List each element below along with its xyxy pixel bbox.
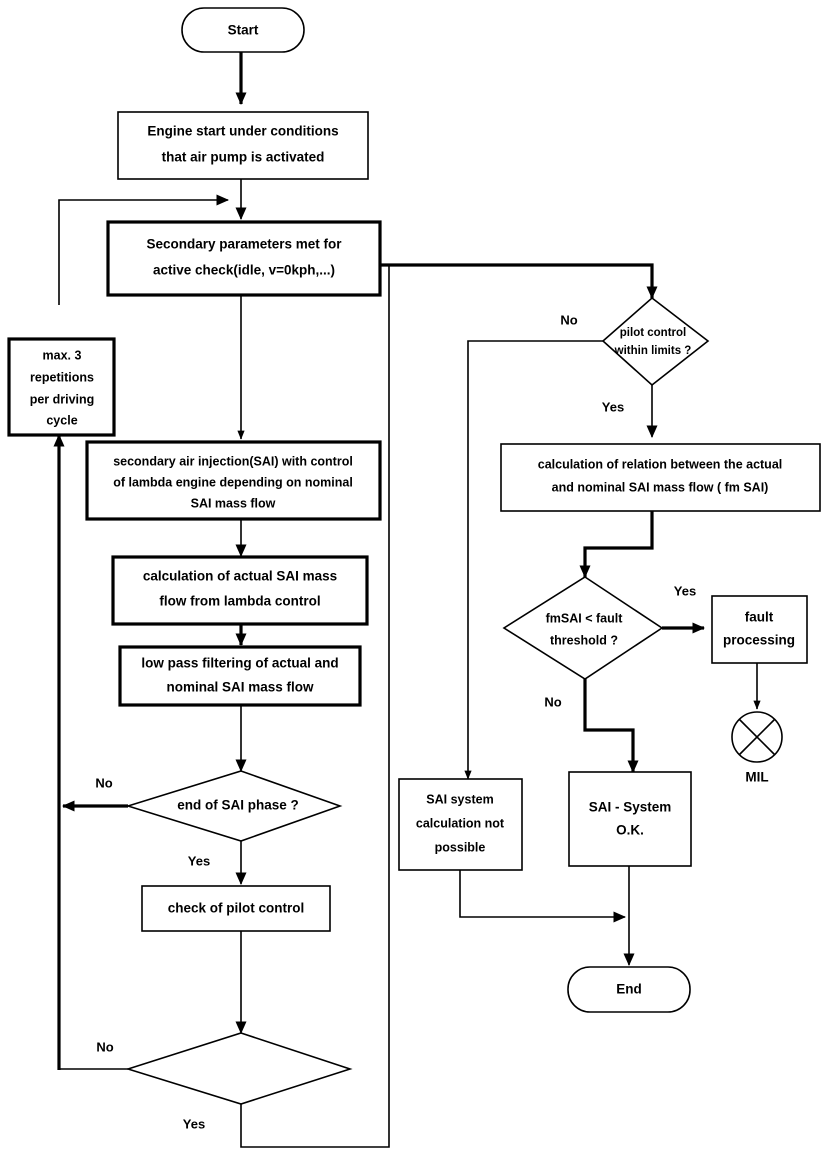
node-sai-control-line3: SAI mass flow: [191, 496, 276, 510]
edge-label-end-sai-no: No: [95, 775, 112, 790]
edge-repetitions-loopback: [58, 194, 229, 305]
node-end-label: End: [616, 982, 642, 997]
node-bottom-decision[interactable]: [125, 1032, 353, 1105]
node-check-pilot-control-label: check of pilot control: [168, 901, 305, 916]
node-sai-calculation-not-possible-line2: calculation not: [416, 816, 505, 830]
edge-pilot-control-no: [464, 340, 603, 780]
node-calc-actual-sai-line1: calculation of actual SAI mass: [143, 569, 337, 584]
edge-label-end-sai-yes: Yes: [188, 853, 210, 868]
node-fmsai-threshold-line2: threshold ?: [550, 633, 618, 647]
mil-x-icon-stroke-b: [738, 718, 776, 756]
node-max-repetitions[interactable]: max. 3 repetitions per driving cycle: [7, 337, 116, 437]
node-secondary-parameters-line1: Secondary parameters met for: [146, 237, 342, 252]
node-end-of-sai-phase[interactable]: end of SAI phase ?: [125, 770, 343, 842]
edge-label-pilot-no: No: [560, 312, 577, 327]
node-fault-processing[interactable]: fault processing: [711, 595, 808, 664]
node-secondary-parameters[interactable]: Secondary parameters met for active chec…: [106, 220, 382, 297]
edge-label-fmsai-no: No: [544, 694, 561, 709]
node-calc-actual-sai[interactable]: calculation of actual SAI mass flow from…: [111, 555, 369, 626]
node-mil-indicator-label: MIL: [745, 770, 768, 785]
node-fault-processing-line2: processing: [723, 633, 795, 648]
edge-label-fmsai-yes: Yes: [674, 583, 696, 598]
node-sai-system-ok-line1: SAI - System: [589, 800, 672, 815]
node-end[interactable]: End: [567, 966, 691, 1013]
node-pilot-control-within-limits-line1: pilot control: [620, 327, 686, 339]
edge-bottom-decision-yes: [240, 266, 390, 1148]
edge-fmsai-no: [583, 679, 639, 773]
node-fault-processing-line1: fault: [745, 610, 774, 625]
node-sai-calculation-not-possible[interactable]: SAI system calculation not possible: [398, 778, 523, 871]
node-sai-control-line1: secondary air injection(SAI) with contro…: [113, 454, 353, 468]
edge-label-bottom-yes: Yes: [183, 1116, 205, 1131]
edge-calc-relation-to-fmsai: [579, 511, 654, 578]
node-low-pass-filtering[interactable]: low pass filtering of actual and nominal…: [118, 645, 362, 707]
node-engine-start-line2: that air pump is activated: [162, 150, 325, 165]
node-engine-start[interactable]: Engine start under conditions that air p…: [117, 111, 369, 180]
node-start[interactable]: Start: [181, 7, 305, 53]
node-calculation-of-relation-line1: calculation of relation between the actu…: [538, 457, 783, 471]
edge-secondary-params-to-pilot-control: [380, 263, 658, 299]
node-low-pass-filtering-line2: nominal SAI mass flow: [166, 680, 314, 695]
node-max-repetitions-line4: cycle: [46, 413, 77, 427]
node-sai-control[interactable]: secondary air injection(SAI) with contro…: [85, 440, 382, 521]
edge-sai-not-possible-to-end: [459, 870, 626, 923]
node-secondary-parameters-line2: active check(idle, v=0kph,...): [153, 263, 335, 278]
node-max-repetitions-line2: repetitions: [30, 370, 94, 384]
node-end-of-sai-phase-label: end of SAI phase ?: [177, 798, 299, 813]
edge-label-pilot-yes: Yes: [602, 399, 624, 414]
node-sai-control-line2: of lambda engine depending on nominal: [113, 475, 353, 489]
node-fmsai-threshold[interactable]: fmSAI < fault threshold ?: [502, 576, 664, 680]
node-mil-indicator[interactable]: MIL: [731, 711, 783, 785]
node-sai-calculation-not-possible-line3: possible: [435, 840, 486, 854]
node-max-repetitions-line1: max. 3: [43, 348, 82, 362]
node-sai-system-ok[interactable]: SAI - System O.K.: [568, 771, 692, 867]
node-start-label: Start: [228, 23, 259, 38]
node-pilot-control-within-limits-line2: within limits ?: [614, 345, 692, 357]
node-sai-system-ok-line2: O.K.: [616, 823, 644, 838]
node-engine-start-line1: Engine start under conditions: [147, 124, 338, 139]
node-max-repetitions-line3: per driving: [30, 392, 95, 406]
node-low-pass-filtering-line1: low pass filtering of actual and: [141, 656, 338, 671]
node-check-pilot-control[interactable]: check of pilot control: [141, 885, 331, 932]
node-pilot-control-within-limits[interactable]: pilot control within limits ?: [601, 296, 710, 387]
node-calculation-of-relation-line2: and nominal SAI mass flow ( fm SAI): [552, 480, 769, 494]
node-calc-actual-sai-line2: flow from lambda control: [159, 594, 320, 609]
node-sai-calculation-not-possible-line1: SAI system: [426, 792, 493, 806]
node-fmsai-threshold-line1: fmSAI < fault: [546, 611, 624, 625]
edge-label-bottom-no: No: [96, 1039, 113, 1054]
node-calculation-of-relation[interactable]: calculation of relation between the actu…: [500, 443, 821, 512]
